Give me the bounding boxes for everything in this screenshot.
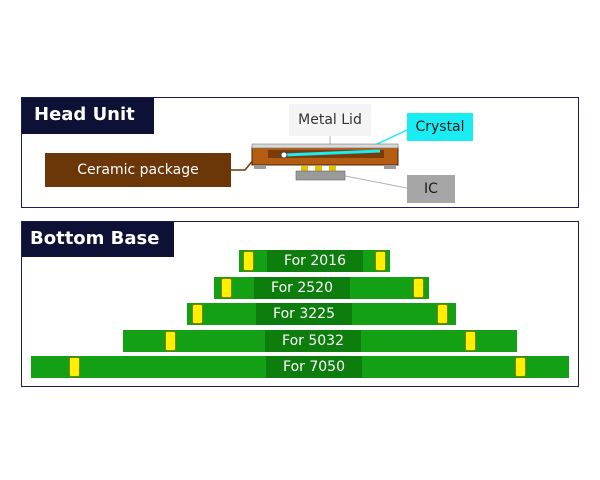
pin-right: [465, 331, 476, 351]
base-label: For 3225: [256, 303, 352, 325]
pin-left: [221, 278, 232, 298]
pin-right: [437, 304, 448, 324]
pin-left: [192, 304, 203, 324]
base-bar-5032: For 5032: [123, 330, 517, 352]
base-label: For 5032: [265, 330, 361, 352]
base-bar-2520: For 2520: [214, 277, 429, 299]
metal-lid-label: Metal Lid: [289, 104, 371, 136]
bottom-base-title: Bottom Base: [22, 222, 174, 257]
pin-left: [243, 251, 254, 271]
crystal-label: Crystal: [407, 113, 473, 141]
base-label: For 7050: [266, 356, 362, 378]
base-label: For 2016: [267, 250, 363, 272]
head-unit-title: Head Unit: [22, 98, 154, 134]
pin-right: [413, 278, 424, 298]
base-bar-7050: For 7050: [31, 356, 569, 378]
pin-left: [69, 357, 80, 377]
pin-right: [515, 357, 526, 377]
ic-label: IC: [407, 175, 455, 203]
base-label: For 2520: [254, 277, 350, 299]
base-bar-3225: For 3225: [187, 303, 456, 325]
pin-left: [165, 331, 176, 351]
base-bar-2016: For 2016: [239, 250, 390, 272]
ceramic-package-label: Ceramic package: [45, 153, 231, 187]
pin-right: [375, 251, 386, 271]
